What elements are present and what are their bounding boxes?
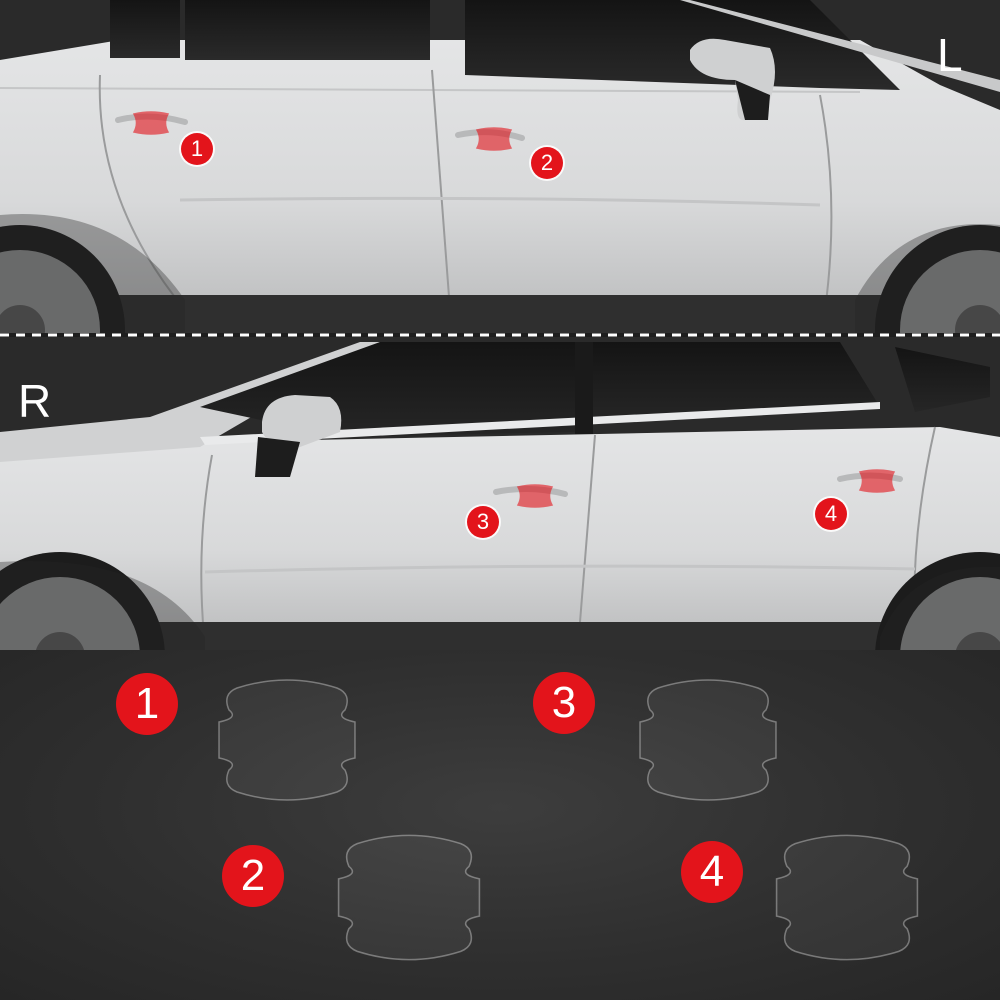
marker-badge-2: 2 [531, 147, 563, 179]
rear-wheel-right [875, 552, 1000, 650]
divider [0, 333, 1000, 337]
sticker-film-3 [639, 679, 777, 801]
sticker-film-1 [218, 679, 356, 801]
sticker-number-2: 2 [222, 845, 284, 907]
handle-highlight-1 [132, 111, 170, 135]
sticker-film-2 [337, 834, 481, 961]
handle-highlight-3 [516, 484, 554, 508]
sticker-number-3: 3 [533, 672, 595, 734]
front-wheel-left [0, 225, 125, 333]
left-side-label: L [937, 29, 963, 81]
handle-highlight-4 [858, 469, 896, 493]
sticker-number-4: 4 [681, 841, 743, 903]
right-side-label: R [18, 375, 52, 427]
marker-badge-3: 3 [467, 506, 499, 538]
sticker-film-4 [775, 834, 919, 961]
rear-wheel-left [875, 225, 1000, 333]
marker-badge-1: 1 [181, 133, 213, 165]
marker-badge-4: 4 [815, 498, 847, 530]
handle-highlight-2 [475, 127, 513, 151]
car-right-side-view [0, 337, 1000, 650]
front-wheel-right [0, 552, 165, 650]
sticker-number-1: 1 [116, 673, 178, 735]
car-right-illustration [0, 337, 1000, 650]
car-left-side-view [0, 0, 1000, 333]
car-left-illustration [0, 0, 1000, 333]
